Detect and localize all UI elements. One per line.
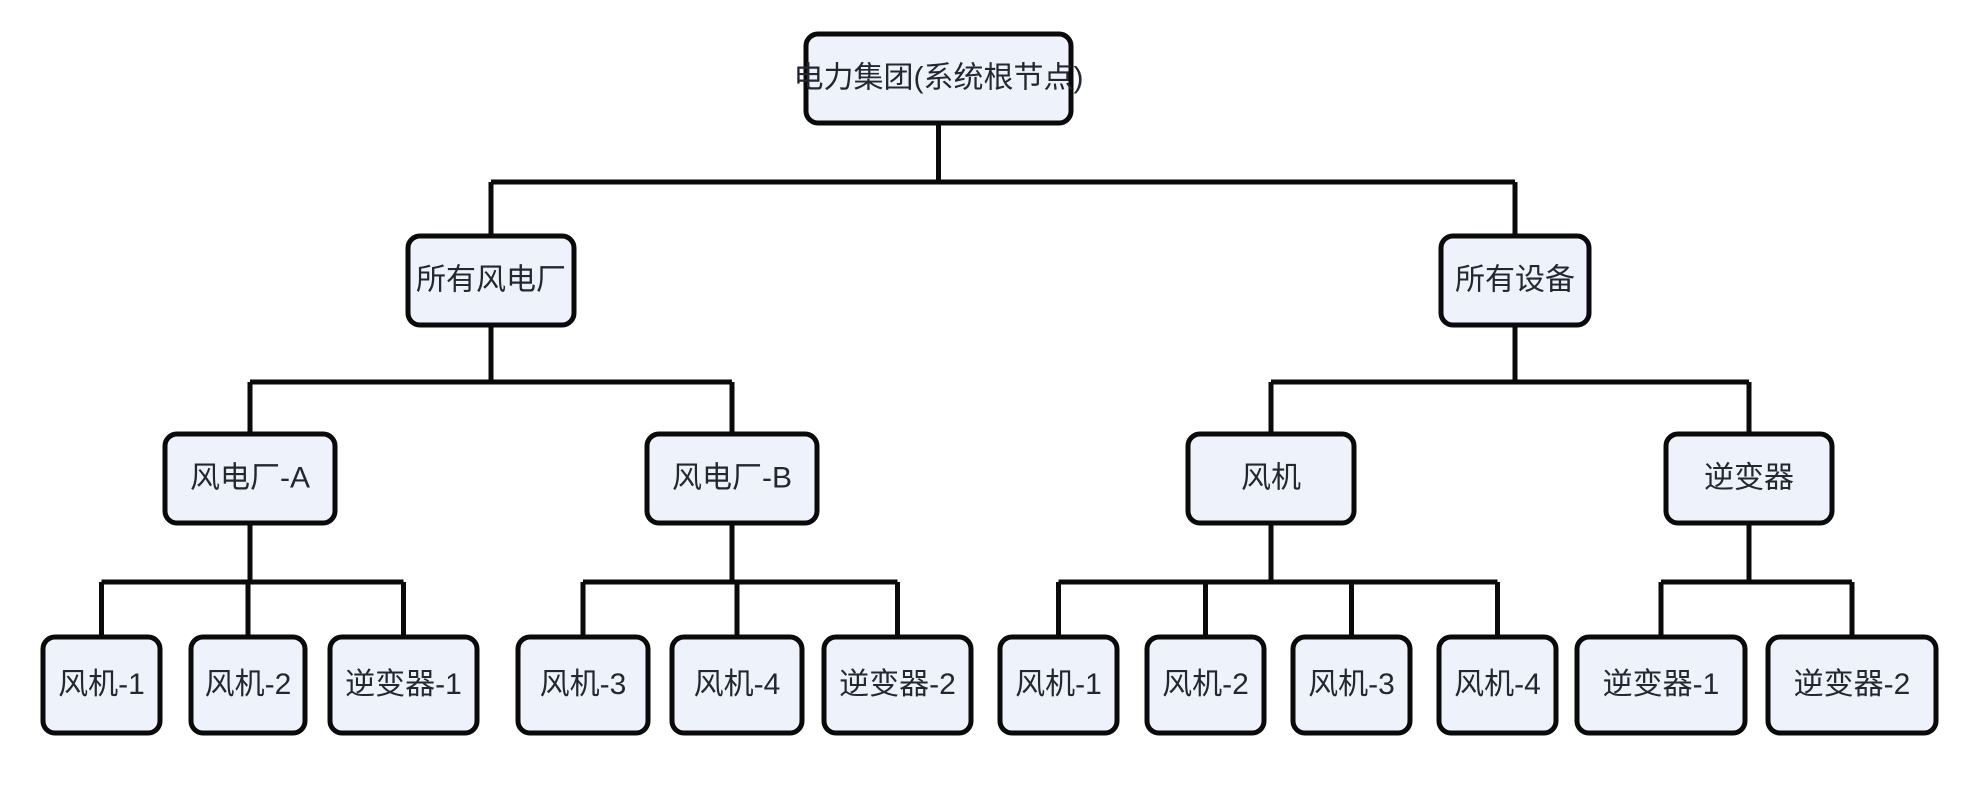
tree-node-all-farms[interactable]: 所有风电厂 <box>405 233 577 328</box>
node-box <box>821 634 974 736</box>
node-label: 逆变器-2 <box>1794 668 1911 701</box>
tree-node-fa-t2[interactable]: 风机-2 <box>188 634 308 736</box>
node-label: 逆变器-1 <box>345 668 462 701</box>
node-box <box>1765 634 1939 736</box>
node-label: 风机 <box>1241 461 1301 494</box>
node-box <box>669 634 805 736</box>
node-box <box>997 634 1120 736</box>
node-box <box>803 31 1074 126</box>
edge-layer <box>99 123 1855 637</box>
node-box <box>644 431 820 526</box>
node-label: 逆变器-1 <box>1603 668 1720 701</box>
node-box <box>40 634 163 736</box>
tree-node-all-equipment[interactable]: 所有设备 <box>1438 233 1592 328</box>
tree-node-eq-t1[interactable]: 风机-1 <box>997 634 1120 736</box>
node-label: 所有设备 <box>1455 263 1575 296</box>
tree-node-fa-t1[interactable]: 风机-1 <box>40 634 163 736</box>
node-box <box>1438 233 1592 328</box>
tree-node-farm-a[interactable]: 风电厂-A <box>162 431 338 526</box>
node-box <box>515 634 651 736</box>
node-label: 电力集团(系统根节点) <box>794 61 1084 94</box>
tree-node-eq-t2[interactable]: 风机-2 <box>1144 634 1267 736</box>
node-label: 风电厂-B <box>672 461 792 494</box>
node-box <box>1144 634 1267 736</box>
tree-node-farm-b[interactable]: 风电厂-B <box>644 431 820 526</box>
node-box <box>1436 634 1559 736</box>
node-label: 风电厂-A <box>190 461 310 494</box>
node-label: 风机-4 <box>694 668 781 701</box>
node-label: 风机-1 <box>58 668 145 701</box>
node-box <box>1290 634 1413 736</box>
node-label: 逆变器 <box>1704 461 1794 494</box>
node-label: 风机-2 <box>1162 668 1249 701</box>
node-label: 逆变器-2 <box>839 668 956 701</box>
node-box <box>1663 431 1835 526</box>
node-box <box>162 431 338 526</box>
tree-node-turbine-type[interactable]: 风机 <box>1185 431 1357 526</box>
node-box <box>405 233 577 328</box>
node-label: 所有风电厂 <box>416 263 566 296</box>
tree-node-fb-t3[interactable]: 风机-3 <box>515 634 651 736</box>
node-label: 风机-3 <box>540 668 627 701</box>
tree-node-eq-t3[interactable]: 风机-3 <box>1290 634 1413 736</box>
tree-node-eq-inv1[interactable]: 逆变器-1 <box>1574 634 1748 736</box>
node-label: 风机-2 <box>205 668 292 701</box>
node-box <box>327 634 480 736</box>
tree-node-fa-inv1[interactable]: 逆变器-1 <box>327 634 480 736</box>
node-label: 风机-4 <box>1454 668 1541 701</box>
tree-node-root[interactable]: 电力集团(系统根节点) <box>794 31 1084 126</box>
node-label: 风机-1 <box>1015 668 1102 701</box>
tree-node-inverter-type[interactable]: 逆变器 <box>1663 431 1835 526</box>
node-box <box>1574 634 1748 736</box>
tree-node-eq-inv2[interactable]: 逆变器-2 <box>1765 634 1939 736</box>
node-box <box>188 634 308 736</box>
tree-node-fb-t4[interactable]: 风机-4 <box>669 634 805 736</box>
tree-node-eq-t4[interactable]: 风机-4 <box>1436 634 1559 736</box>
tree-node-fb-inv2[interactable]: 逆变器-2 <box>821 634 974 736</box>
node-label: 风机-3 <box>1308 668 1395 701</box>
node-box <box>1185 431 1357 526</box>
